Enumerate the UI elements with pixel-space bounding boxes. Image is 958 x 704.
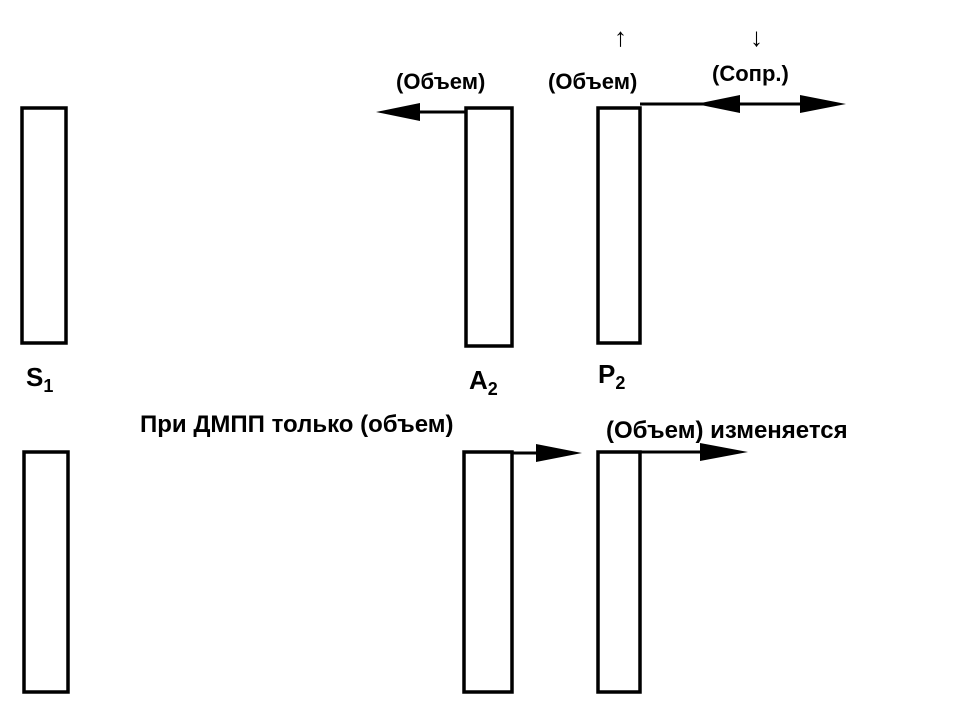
p2-bar-bottom [596, 450, 642, 694]
p2-bar-top [596, 106, 642, 345]
a2-volume-label: (Объем) [396, 69, 485, 94]
p2-label: P2 [598, 359, 625, 393]
s1-label: S1 [26, 362, 53, 396]
p2-volume-label: (Объем) [548, 69, 637, 94]
p2-bottom-arrow [640, 443, 748, 461]
s1-bar-bottom [22, 450, 70, 694]
s1-bar-top [20, 106, 68, 345]
a2-left-arrow [376, 103, 466, 121]
arrow-up-icon: ↑ [614, 22, 627, 52]
a2-bottom-arrow [512, 444, 582, 462]
a2-bar-top [464, 106, 514, 348]
arrow-down-icon: ↓ [750, 22, 763, 52]
a2-bar-bottom [462, 450, 514, 694]
p2-resistance-label: (Сопр.) [712, 61, 789, 86]
asd-caption: При ДМПП только (объем) [140, 411, 454, 438]
a2-label: A2 [469, 365, 498, 399]
p2-right-arrow [640, 95, 846, 113]
volume-changes-caption: (Объем) изменяется [606, 417, 848, 444]
